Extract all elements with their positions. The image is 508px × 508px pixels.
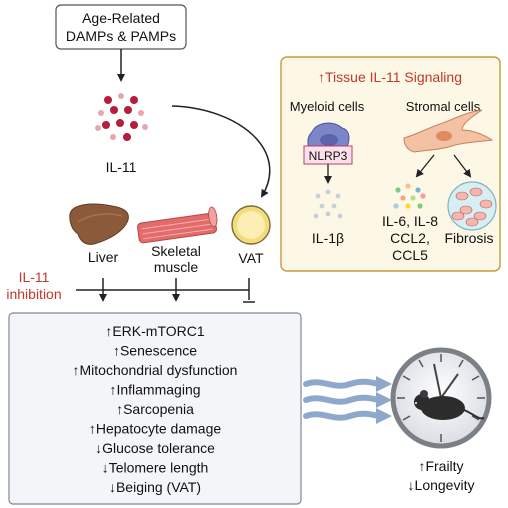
effects-box bbox=[8, 312, 302, 505]
arrow-stromal-to-fibrosis bbox=[453, 154, 472, 178]
arrow-stromal-to-cytokines bbox=[415, 154, 435, 178]
il11-cluster bbox=[95, 93, 148, 141]
wavy-arrows bbox=[303, 378, 381, 421]
cytokine-dot bbox=[393, 203, 399, 209]
top-box-line1: Age-Related bbox=[82, 10, 160, 26]
il1b-dot bbox=[331, 203, 337, 209]
cytokine-dot bbox=[400, 195, 406, 201]
fibrosis-cell bbox=[473, 211, 487, 221]
cytokine-dot bbox=[405, 183, 411, 189]
myeloid-label: Myeloid cells bbox=[290, 99, 365, 114]
il11-dot bbox=[123, 133, 131, 141]
il1b-dot bbox=[319, 203, 325, 209]
effect-item: ↓Beiging (VAT) bbox=[109, 479, 201, 495]
vat-label: VAT bbox=[238, 250, 264, 266]
cytokines-line3: CCL5 bbox=[392, 247, 428, 263]
frailty-label: ↑Frailty bbox=[418, 458, 463, 474]
fibrosis-cell bbox=[451, 211, 465, 221]
il1b-dot bbox=[335, 193, 341, 199]
il1b-dot bbox=[313, 213, 319, 219]
il1b-dot-cluster bbox=[313, 189, 343, 219]
il11-dot bbox=[110, 134, 116, 140]
liver-label: Liver bbox=[88, 249, 119, 265]
effect-item: ↑Sarcopenia bbox=[116, 401, 194, 417]
skeletal-muscle-label-line2: muscle bbox=[154, 259, 199, 275]
cytokine-dot bbox=[420, 193, 426, 199]
top-box: Age-Related DAMPs & PAMPs bbox=[55, 4, 187, 50]
il11-dot bbox=[138, 110, 144, 116]
effect-item: ↑Hepatocyte damage bbox=[89, 421, 222, 437]
il11-dot bbox=[124, 106, 132, 114]
il11-dot bbox=[110, 106, 118, 114]
il11-dot bbox=[130, 96, 138, 104]
effect-item: ↓Telomere length bbox=[102, 460, 209, 476]
il11-dot bbox=[142, 124, 148, 130]
stromal-cell-icon bbox=[403, 109, 494, 153]
skeletal-muscle-icon bbox=[137, 206, 218, 244]
inhibition-bar bbox=[76, 278, 255, 303]
effect-item: ↑Inflammaging bbox=[109, 382, 200, 398]
cytokine-dot bbox=[395, 187, 401, 193]
il11-dot bbox=[130, 121, 138, 129]
fibrosis-cell bbox=[465, 217, 479, 227]
effect-item: ↑ERK-mTORC1 bbox=[105, 323, 205, 339]
effect-item: ↑Mitochondrial dysfunction bbox=[73, 362, 238, 378]
il1b-dot bbox=[315, 193, 321, 199]
vat-fat-cell-icon bbox=[231, 205, 271, 245]
cytokines-line2: CCL2, bbox=[390, 230, 430, 246]
il11-dot bbox=[104, 96, 112, 104]
cytokine-dot-cluster bbox=[393, 183, 426, 209]
cytokine-dot bbox=[405, 203, 411, 209]
il11-dot bbox=[116, 119, 124, 127]
il1b-dot bbox=[325, 189, 331, 195]
mouse-icon bbox=[414, 390, 485, 420]
top-box-line2: DAMPs & PAMPs bbox=[66, 28, 176, 44]
fibrosis-cell bbox=[455, 191, 469, 201]
il11-label: IL-11 bbox=[106, 159, 137, 175]
il11-dot bbox=[98, 110, 104, 116]
fibrosis-label: Fibrosis bbox=[444, 230, 493, 246]
il1b-dot bbox=[337, 213, 343, 219]
signaling-panel: ↑Tissue IL-11 Signaling Myeloid cells St… bbox=[280, 56, 501, 272]
liver-icon bbox=[69, 203, 129, 245]
fibrosis-cell bbox=[459, 205, 473, 215]
il11-dot bbox=[95, 125, 101, 131]
cytokine-dot bbox=[410, 195, 416, 201]
il11-dot bbox=[102, 121, 110, 129]
il1b-dot bbox=[325, 211, 331, 217]
inhibition-label-line1: IL-11 bbox=[19, 269, 50, 285]
longevity-label: ↓Longevity bbox=[408, 477, 475, 493]
stromal-label: Stromal cells bbox=[406, 99, 481, 114]
il11-dot bbox=[118, 93, 124, 99]
fibrosis-cell bbox=[479, 199, 493, 209]
cytokine-dot bbox=[415, 187, 421, 193]
fibrosis-tissue-icon bbox=[447, 181, 497, 231]
signaling-title: ↑Tissue IL-11 Signaling bbox=[318, 69, 462, 85]
fibrosis-cell bbox=[469, 187, 483, 197]
cytokine-dot bbox=[417, 203, 423, 209]
effects-list: ↑ERK-mTORC1 ↑Senescence ↑Mitochondrial dys… bbox=[73, 323, 238, 495]
skeletal-muscle-label-line1: Skeletal bbox=[151, 243, 201, 259]
effect-item: ↑Senescence bbox=[113, 343, 197, 359]
cytokines-line1: IL-6, IL-8 bbox=[382, 213, 438, 229]
il1b-label: IL-1β bbox=[312, 230, 344, 246]
inhibition-label-line2: inhibition bbox=[6, 286, 61, 302]
arrow-il11-to-tissues bbox=[171, 105, 271, 198]
wavy-arrow-heads bbox=[376, 376, 392, 424]
effect-item: ↓Glucose tolerance bbox=[95, 440, 215, 456]
nlrp3-label: NLRP3 bbox=[309, 149, 348, 163]
